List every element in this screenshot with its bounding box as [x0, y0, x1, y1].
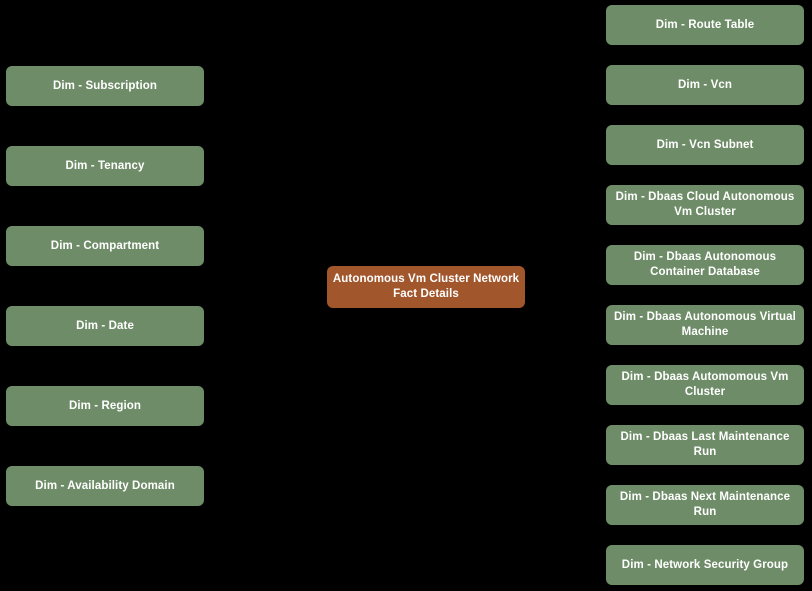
- dimension-node-left-3[interactable]: Dim - Date: [6, 306, 204, 346]
- dimension-node-label: Dim - Dbaas Next Maintenance Run: [619, 491, 791, 518]
- dimension-node-right-2[interactable]: Dim - Vcn Subnet: [606, 125, 804, 165]
- dimension-node-right-7[interactable]: Dim - Dbaas Last Maintenance Run: [606, 425, 804, 465]
- dimension-node-right-6[interactable]: Dim - Dbaas Automomous Vm Cluster: [606, 365, 804, 405]
- dimension-node-label: Dim - Dbaas Autonomous Container Databas…: [633, 251, 777, 278]
- dimension-node-right-9[interactable]: Dim - Network Security Group: [606, 545, 804, 585]
- dimension-node-left-0[interactable]: Dim - Subscription: [6, 66, 204, 106]
- dimension-node-label: Dim - Subscription: [52, 79, 158, 92]
- dimension-node-right-1[interactable]: Dim - Vcn: [606, 65, 804, 105]
- fact-node-autonomous-vm-cluster-network-fact-details[interactable]: Autonomous Vm Cluster Network Fact Detai…: [327, 266, 525, 308]
- dimension-node-right-8[interactable]: Dim - Dbaas Next Maintenance Run: [606, 485, 804, 525]
- dimension-node-label: Dim - Vcn Subnet: [656, 138, 754, 151]
- dimension-node-label: Dim - Date: [76, 319, 134, 332]
- dimension-node-label: Dim - Tenancy: [65, 159, 145, 172]
- fact-node-label: Autonomous Vm Cluster Network Fact Detai…: [332, 273, 520, 300]
- dimension-node-label: Dim - Vcn: [678, 78, 732, 91]
- dimension-node-left-5[interactable]: Dim - Availability Domain: [6, 466, 204, 506]
- dimension-node-left-2[interactable]: Dim - Compartment: [6, 226, 204, 266]
- dimension-node-right-3[interactable]: Dim - Dbaas Cloud Autonomous Vm Cluster: [606, 185, 804, 225]
- dimension-node-label: Dim - Region: [68, 399, 142, 412]
- dimension-node-label: Dim - Compartment: [50, 239, 160, 252]
- dimension-node-right-5[interactable]: Dim - Dbaas Autonomous Virtual Machine: [606, 305, 804, 345]
- dimension-node-label: Dim - Dbaas Cloud Autonomous Vm Cluster: [615, 191, 795, 218]
- dimension-node-label: Dim - Network Security Group: [621, 558, 789, 571]
- dimension-node-right-0[interactable]: Dim - Route Table: [606, 5, 804, 45]
- dimension-node-label: Dim - Dbaas Autonomous Virtual Machine: [614, 311, 796, 338]
- dimension-node-left-1[interactable]: Dim - Tenancy: [6, 146, 204, 186]
- dimension-node-left-4[interactable]: Dim - Region: [6, 386, 204, 426]
- dimension-node-label: Dim - Dbaas Last Maintenance Run: [620, 431, 790, 458]
- dimension-node-label: Dim - Dbaas Automomous Vm Cluster: [621, 371, 789, 398]
- dimension-node-label: Dim - Availability Domain: [35, 479, 175, 492]
- dimension-node-right-4[interactable]: Dim - Dbaas Autonomous Container Databas…: [606, 245, 804, 285]
- dimension-node-label: Dim - Route Table: [655, 18, 755, 31]
